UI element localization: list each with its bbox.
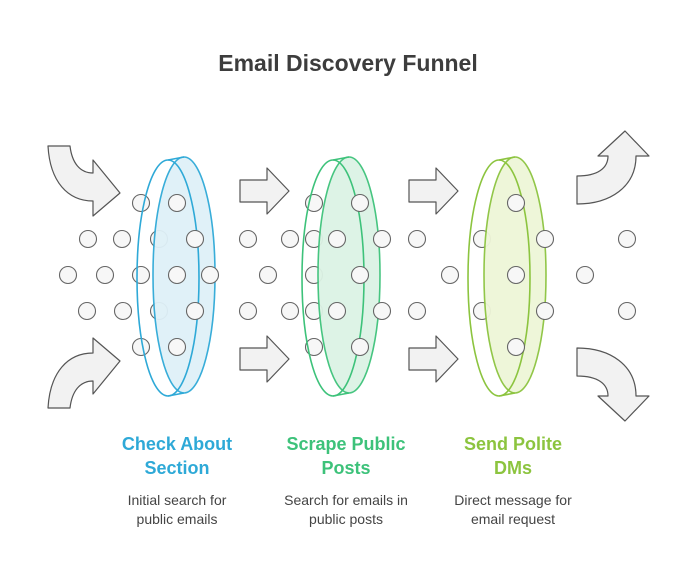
- dot-icon: [440, 265, 460, 285]
- dot-icon: [77, 301, 97, 321]
- stage-1-filter-ring-bottom-edge: [167, 392, 185, 397]
- dot-icon: [327, 301, 347, 321]
- stage-2-filter-ring-top-edge: [332, 156, 350, 161]
- dot-icon: [167, 193, 187, 213]
- dot-icon: [280, 229, 300, 249]
- right-arrow-icon: [239, 335, 290, 383]
- dot-icon: [258, 265, 278, 285]
- stage-3-desc-line2: email request: [470, 511, 556, 527]
- stage-3-title-line2: DMs: [493, 458, 532, 478]
- right-arrow-icon: [408, 167, 459, 215]
- stage-3-description: Direct message for email request: [423, 491, 603, 529]
- dot-icon: [617, 229, 637, 249]
- dot-icon: [506, 265, 526, 285]
- dot-icon: [506, 337, 526, 357]
- dot-icon: [131, 265, 151, 285]
- dot-icon: [185, 229, 205, 249]
- stage-2-description: Search for emails in public posts: [256, 491, 436, 529]
- dot-icon: [185, 301, 205, 321]
- right-arrow-icon: [239, 167, 290, 215]
- dot-icon: [327, 229, 347, 249]
- dot-icon: [280, 301, 300, 321]
- stage-2-title-line1: Scrape Public: [286, 434, 406, 454]
- dot-icon: [617, 301, 637, 321]
- stage-3-title: Send Polite DMs: [423, 432, 603, 480]
- dot-icon: [372, 301, 392, 321]
- dot-icon: [113, 301, 133, 321]
- stage-1-title-line2: Section: [144, 458, 210, 478]
- stage-1-description: Initial search for public emails: [87, 491, 267, 529]
- particles-back-layer: [58, 193, 492, 357]
- dot-icon: [575, 265, 595, 285]
- stage-2-desc-line2: public posts: [309, 511, 383, 527]
- dot-icon: [350, 193, 370, 213]
- dot-icon: [167, 265, 187, 285]
- dot-icon: [350, 337, 370, 357]
- dot-icon: [535, 301, 555, 321]
- stage-2-desc-line1: Search for emails in: [284, 492, 408, 508]
- dot-icon: [407, 229, 427, 249]
- dot-icon: [407, 301, 427, 321]
- dot-icon: [112, 229, 132, 249]
- dot-icon: [535, 229, 555, 249]
- stage-3-title-line1: Send Polite: [463, 434, 562, 454]
- stage-3-filter-ring-bottom-edge: [498, 392, 516, 397]
- particles-front-layer: [167, 193, 637, 357]
- dot-icon: [238, 301, 258, 321]
- curved-arrow-icon-top-left: [47, 145, 121, 217]
- stage-2-title: Scrape Public Posts: [256, 432, 436, 480]
- dot-icon: [78, 229, 98, 249]
- stage-1-title: Check About Section: [87, 432, 267, 480]
- dot-icon: [58, 265, 78, 285]
- dot-icon: [95, 265, 115, 285]
- dot-icon: [131, 193, 151, 213]
- stage-2-filter-ring-bottom-edge: [332, 392, 350, 397]
- stage-2-filter-ring: [301, 156, 381, 397]
- curved-arrow-icon-bottom-right: [576, 347, 650, 422]
- dot-icon: [304, 337, 324, 357]
- curved-arrow-icon-bottom-left: [47, 337, 121, 409]
- stage-3-desc-line1: Direct message for: [454, 492, 572, 508]
- stage-1-filter-ring-top-edge: [167, 156, 185, 161]
- diagram-title: Email Discovery Funnel: [218, 50, 478, 76]
- dot-icon: [238, 229, 258, 249]
- stage-1-desc-line1: Initial search for: [127, 492, 227, 508]
- filter-rings-layer: [136, 156, 547, 397]
- stage-1-title-line1: Check About: [121, 434, 233, 454]
- stage-1-desc-line2: public emails: [136, 511, 218, 527]
- stage-2-title-line2: Posts: [321, 458, 371, 478]
- dot-icon: [200, 265, 220, 285]
- right-arrow-icon: [408, 335, 459, 383]
- stage-2-filter-ring-back-ellipse: [317, 156, 381, 394]
- curved-arrow-icon-top-right: [576, 130, 650, 205]
- dot-icon: [372, 229, 392, 249]
- stage-3-filter-ring-top-edge: [498, 156, 516, 161]
- dot-icon: [350, 265, 370, 285]
- dot-icon: [167, 337, 187, 357]
- dot-icon: [506, 193, 526, 213]
- stage-3-filter-ring: [467, 156, 547, 397]
- arrows-layer: [47, 130, 650, 422]
